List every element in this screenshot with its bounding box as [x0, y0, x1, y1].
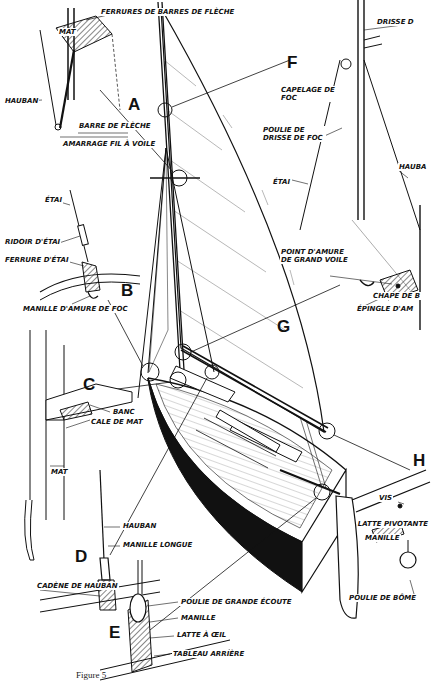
part-label: VIS: [378, 494, 393, 502]
part-label: MANILLE: [180, 614, 217, 622]
part-label: AMARRAGE FIL À VOILE: [62, 140, 156, 148]
part-label: POULIE DE BÔME: [348, 594, 417, 602]
callout-letter: C: [82, 376, 96, 394]
part-label: CHAPE DE B: [372, 292, 421, 300]
part-label: HAUBAN: [4, 97, 39, 105]
part-label: BANC: [112, 408, 136, 416]
part-label: MANILLE D'AMURE DE FOC: [22, 305, 129, 313]
callout-letter: F: [286, 54, 298, 72]
callout-letter: A: [127, 96, 141, 114]
part-label: MANILLE: [364, 534, 401, 542]
part-label: TABLEAU ARRIÈRE: [172, 650, 245, 658]
part-label: MANILLE LONGUE: [122, 541, 193, 549]
part-label: HAUBAN: [122, 522, 157, 530]
part-label: POULIE DE DRISSE DE FOC: [262, 126, 326, 142]
part-label: FERRURES DE BARRES DE FLÈCHE: [100, 8, 235, 16]
part-label: CAPELAGE DE FOC: [280, 86, 342, 102]
part-label: ÉTAI: [44, 196, 63, 204]
part-label: RIDOIR D'ÉTAI: [4, 238, 61, 246]
part-label: CALE DE MAT: [90, 418, 144, 426]
callout-letter: H: [412, 452, 426, 470]
part-label: MAT: [50, 468, 69, 476]
figure-caption: Figure 5: [76, 670, 106, 680]
part-label: CADÈNE DE HAUBAN: [36, 582, 119, 590]
part-label: LATTE PIVOTANTE: [357, 520, 429, 528]
part-label: POULIE DE GRANDE ÉCOUTE: [180, 598, 293, 606]
part-label: MAT: [58, 28, 77, 36]
callout-letter: G: [276, 318, 291, 336]
callout-letter: D: [74, 548, 88, 566]
callout-letter: B: [120, 282, 134, 300]
part-label: FERRURE D'ÉTAI: [4, 256, 70, 264]
part-label: ÉPINGLE D'AM: [356, 305, 414, 313]
part-label: LATTE À ŒIL: [176, 631, 227, 639]
part-label: HAUBA: [398, 163, 427, 171]
part-label: POINT D'AMURE DE GRAND VOILE: [280, 248, 350, 264]
part-label: ÉTAI: [272, 178, 291, 186]
callout-letter: E: [108, 624, 121, 642]
part-label: BARRE DE FLÈCHE: [78, 122, 152, 130]
part-label: DRISSE D: [376, 18, 415, 26]
